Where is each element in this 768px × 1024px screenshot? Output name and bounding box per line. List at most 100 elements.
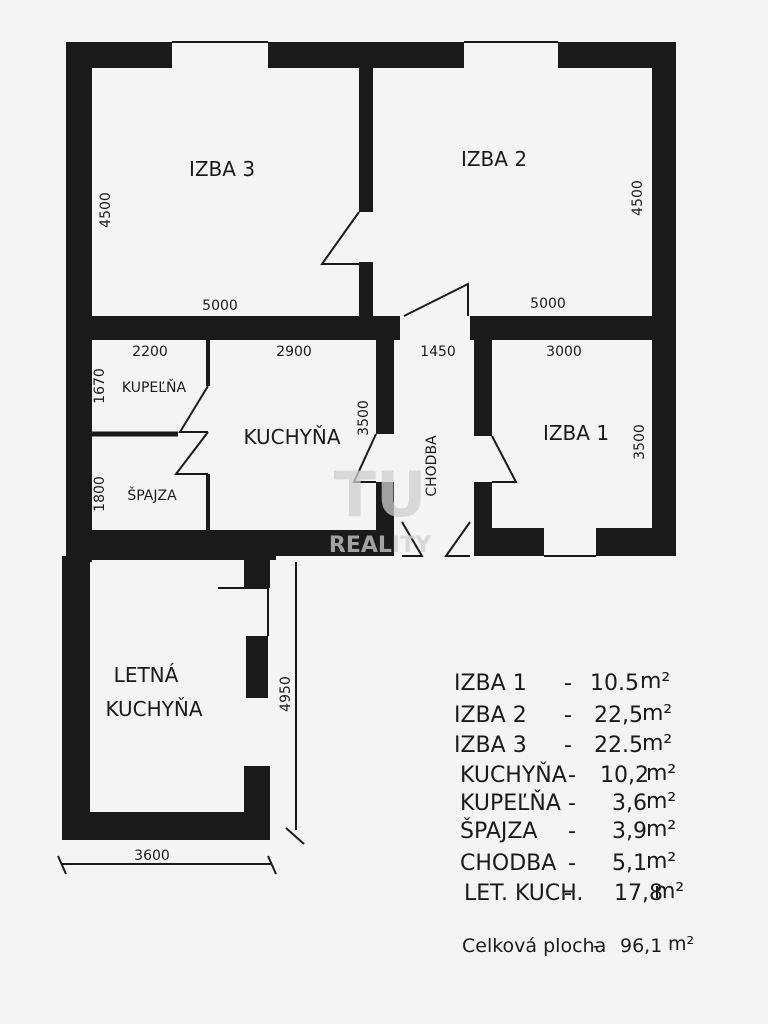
room-labels: IZBA 3 IZBA 2 IZBA 1 KUPEĽŇA KUCHYŇA ŠPA… bbox=[105, 147, 609, 721]
area-row-value: 3,6 bbox=[612, 791, 647, 816]
letna-right-wall-top bbox=[244, 556, 270, 588]
top-wall-middle bbox=[268, 42, 464, 68]
top-wall-right bbox=[558, 42, 670, 68]
area-row-unit: m² bbox=[646, 849, 676, 874]
area-row-value: 22,5 bbox=[594, 703, 643, 728]
door-chodba-izba1 bbox=[491, 435, 518, 483]
total-sep: - bbox=[593, 935, 600, 957]
dim-izba1-width: 3000 bbox=[546, 344, 582, 360]
doors bbox=[173, 211, 518, 636]
area-row-value: 22.5 bbox=[594, 733, 643, 758]
area-row-unit: m² bbox=[646, 817, 676, 842]
chodba-left-wall-lower bbox=[376, 482, 394, 556]
room-label-chodba: CHODBA bbox=[424, 435, 440, 497]
left-wall-upper bbox=[66, 42, 92, 562]
bottom-wall-right-a bbox=[492, 528, 544, 556]
area-row-value: 17,8 bbox=[614, 881, 663, 906]
area-row-name: IZBA 1 bbox=[454, 671, 527, 696]
area-row-sep: - bbox=[568, 791, 576, 816]
watermark-text: REALITY bbox=[329, 533, 432, 558]
area-row-sep: - bbox=[564, 733, 572, 758]
area-row-sep: - bbox=[564, 881, 572, 906]
total-label: Celková plocha bbox=[462, 935, 606, 957]
letna-right-wall-bottom bbox=[244, 766, 270, 840]
area-row-sep: - bbox=[568, 763, 576, 788]
total-value: 96,1 bbox=[620, 935, 662, 957]
chodba-right-wall-upper bbox=[474, 316, 492, 436]
dim-izba3-width: 5000 bbox=[202, 298, 238, 314]
dimension-labels: 4500 5000 4500 5000 2200 1670 1800 2900 … bbox=[92, 180, 648, 864]
area-row-value: 10.5 bbox=[590, 671, 639, 696]
right-wall bbox=[652, 42, 676, 556]
door-entrance-right bbox=[444, 521, 471, 557]
letna-left-wall bbox=[62, 556, 90, 840]
dim-tick-4950 bbox=[285, 827, 305, 845]
total-area: Celková plocha - 96,1 m² bbox=[462, 933, 694, 957]
room-label-kupelna: KUPEĽŇA bbox=[122, 379, 187, 396]
dim-izba3-height: 4500 bbox=[98, 192, 114, 228]
door-izba2-chodba bbox=[403, 282, 469, 317]
bottom-wall-left bbox=[66, 530, 276, 560]
area-row-name: IZBA 3 bbox=[454, 733, 527, 758]
area-row-name: KUPEĽŇA bbox=[460, 790, 561, 816]
room-label-izba1: IZBA 1 bbox=[543, 421, 609, 445]
area-row-name: KUCHYŇA bbox=[460, 762, 567, 788]
area-row-value: 3,9 bbox=[612, 819, 647, 844]
wall-izba3-izba2-upper bbox=[359, 66, 373, 212]
room-label-kuchyna: KUCHYŇA bbox=[243, 425, 340, 449]
area-row-unit: m² bbox=[654, 879, 684, 904]
dim-tick-3600-right bbox=[267, 855, 277, 875]
area-row-name: ŠPAJZA bbox=[460, 818, 537, 844]
wall-izba3-izba2-lower bbox=[359, 262, 373, 324]
door-entrance-left bbox=[401, 521, 424, 557]
dim-izba2-width: 5000 bbox=[530, 296, 566, 312]
door-letna-kuchyna bbox=[218, 587, 269, 636]
bottom-wall-mid bbox=[276, 530, 376, 556]
door-chodba-kuchyna bbox=[352, 433, 377, 483]
chodba-left-wall-upper bbox=[376, 316, 394, 434]
watermark: TU REALITY bbox=[329, 458, 432, 558]
door-izba3-izba2 bbox=[320, 211, 360, 265]
room-label-letna-line1: LETNÁ bbox=[114, 663, 179, 687]
dim-kupelna-height: 1670 bbox=[92, 368, 108, 404]
bottom-wall-right-b bbox=[596, 528, 676, 556]
area-row-name: IZBA 2 bbox=[454, 703, 527, 728]
area-row-unit: m² bbox=[642, 701, 672, 726]
area-row-unit: m² bbox=[646, 761, 676, 786]
area-row-sep: - bbox=[568, 851, 576, 876]
letna-bottom-wall bbox=[62, 812, 270, 840]
room-label-izba3: IZBA 3 bbox=[189, 157, 255, 181]
wall-under-izba3 bbox=[66, 316, 400, 340]
watermark-logo: TU bbox=[334, 458, 427, 531]
area-row-sep: - bbox=[564, 671, 572, 696]
dim-letna-width: 3600 bbox=[134, 848, 170, 864]
dim-kupelna-width: 2200 bbox=[132, 344, 168, 360]
dim-kuchyna-height: 3500 bbox=[356, 400, 372, 436]
area-row-name: CHODBA bbox=[460, 851, 556, 876]
area-row-unit: m² bbox=[640, 669, 670, 694]
room-label-letna-line2: KUCHYŇA bbox=[105, 697, 202, 721]
area-row-value: 10,2 bbox=[600, 763, 649, 788]
area-row-sep: - bbox=[564, 703, 572, 728]
chodba-right-wall-lower bbox=[474, 482, 492, 556]
letna-right-wall-pillar bbox=[246, 636, 268, 698]
thin-lines bbox=[57, 41, 596, 875]
dim-chodba-width: 1450 bbox=[420, 344, 456, 360]
dim-izba2-height: 4500 bbox=[630, 180, 646, 216]
dim-letna-height: 4950 bbox=[278, 676, 294, 712]
walls bbox=[62, 42, 676, 840]
dim-izba1-height: 3500 bbox=[632, 424, 648, 460]
area-row-unit: m² bbox=[642, 731, 672, 756]
dim-kuchyna-width: 2900 bbox=[276, 344, 312, 360]
door-spajza bbox=[173, 431, 209, 475]
area-row-sep: - bbox=[568, 819, 576, 844]
total-unit: m² bbox=[668, 933, 694, 955]
area-row-value: 5,1 bbox=[612, 851, 647, 876]
area-row-name: LET. KUCH. bbox=[464, 881, 583, 906]
room-label-spajza: ŠPAJZA bbox=[127, 486, 177, 504]
area-row-unit: m² bbox=[646, 789, 676, 814]
door-kupelna bbox=[178, 385, 209, 433]
wall-under-izba2 bbox=[470, 316, 676, 340]
